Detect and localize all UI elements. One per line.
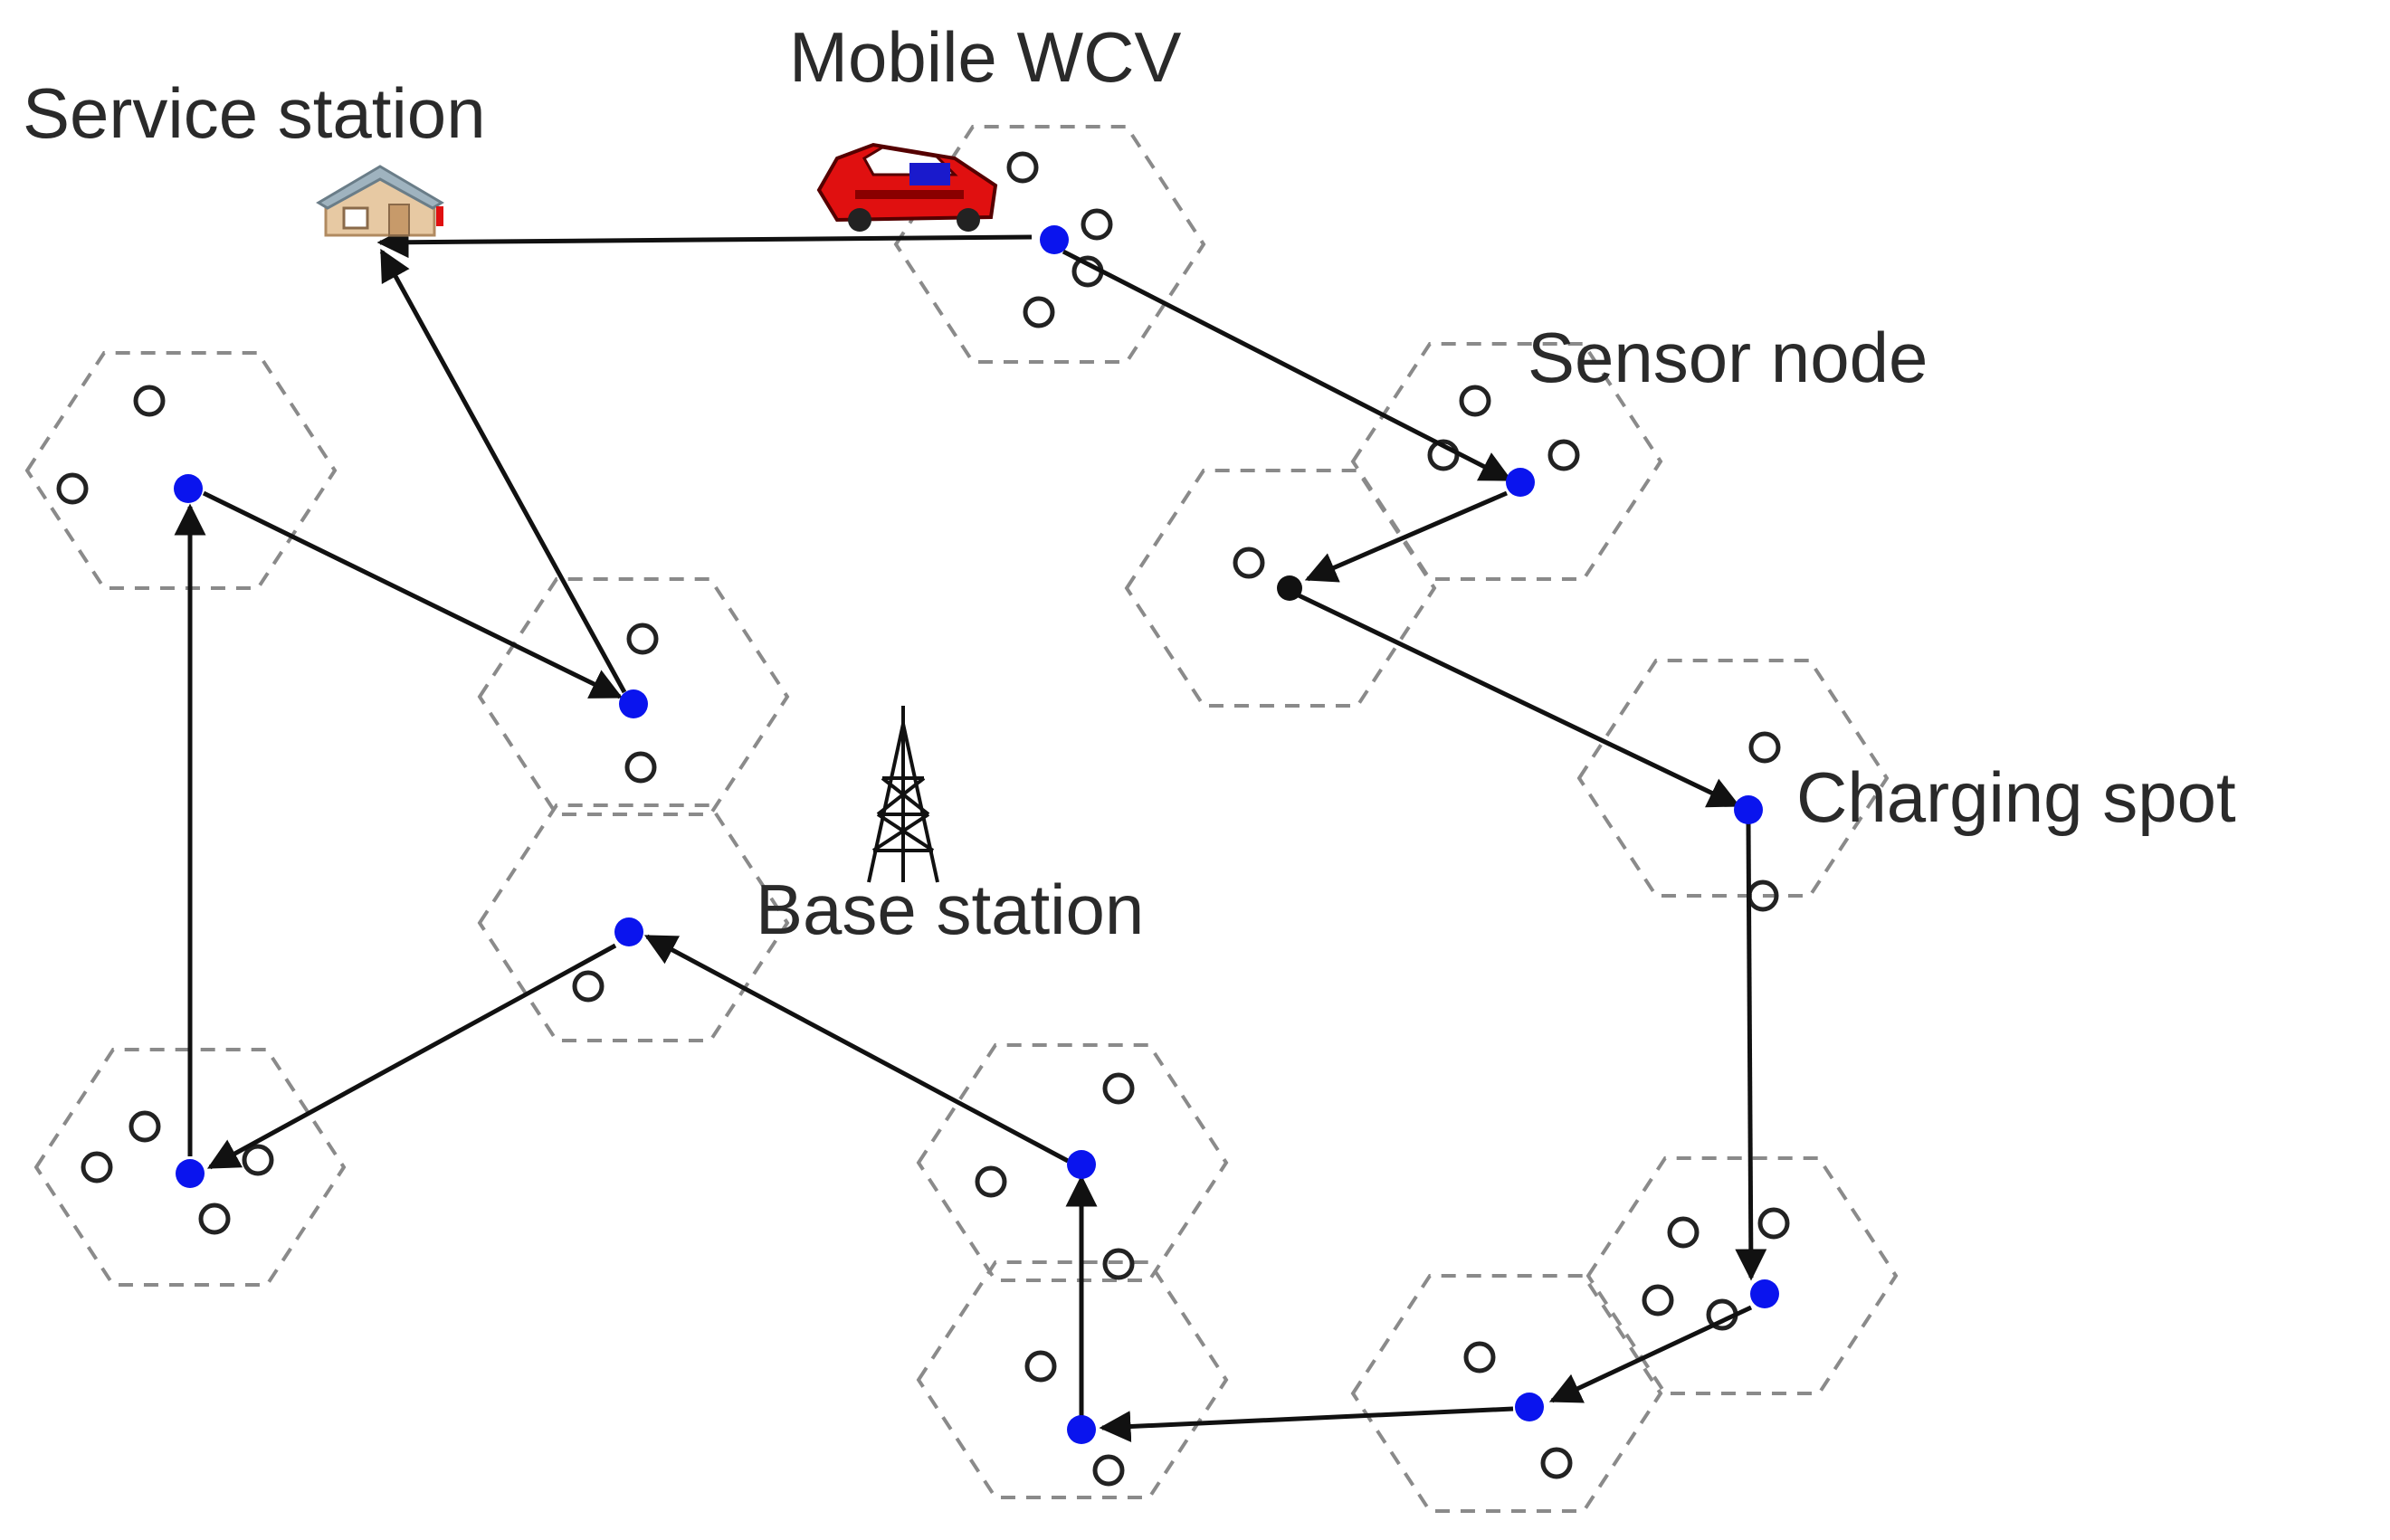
sensor-node <box>1459 385 1491 417</box>
sensor-node <box>1540 1447 1573 1479</box>
charging-spot <box>1067 1150 1096 1179</box>
sensor-node <box>1547 439 1580 471</box>
route-arrow <box>1548 1305 1753 1403</box>
route-arrow <box>1297 593 1741 808</box>
charging-spot <box>1506 468 1535 497</box>
sensor-node <box>129 1110 161 1143</box>
antenna-tower-icon <box>867 706 939 883</box>
sensor-node <box>1023 296 1055 328</box>
label-sensor-node: Sensor node <box>1528 318 1928 397</box>
charging-spots <box>174 225 1779 1444</box>
hex-cell <box>33 1048 347 1287</box>
sensor-node <box>572 970 605 1003</box>
sensor-node <box>198 1203 231 1235</box>
route-junction-dot <box>1277 575 1302 601</box>
hex-cell <box>24 351 338 590</box>
route-arrow <box>1304 490 1508 583</box>
route-arrow <box>376 226 1033 259</box>
sensor-node <box>1463 1341 1496 1374</box>
charging-spot <box>1515 1393 1544 1421</box>
route-arrow <box>1062 249 1513 482</box>
route-arrow <box>1099 1406 1514 1443</box>
hex-cell <box>916 1043 1229 1282</box>
charging-spot <box>619 689 648 718</box>
route-arrow <box>202 490 624 699</box>
charging-spot <box>1067 1415 1096 1444</box>
route-arrow <box>379 248 627 694</box>
sensor-node <box>133 385 166 417</box>
hex-cell <box>1350 1274 1663 1513</box>
route-arrow <box>206 943 617 1170</box>
label-charging-spot: Charging spot <box>1796 757 2236 837</box>
route-arrow <box>1735 822 1767 1281</box>
label-base-station: Base station <box>756 870 1144 949</box>
sensor-node <box>1667 1216 1700 1249</box>
sensor-node <box>626 623 659 655</box>
car-icon <box>816 142 998 232</box>
sensor-node <box>1748 731 1781 764</box>
charging-spot <box>176 1159 205 1188</box>
sensor-node <box>1102 1072 1135 1105</box>
sensor-node <box>1006 151 1039 184</box>
sensor-node <box>975 1165 1007 1198</box>
house-icon <box>316 165 444 237</box>
sensor-node <box>1081 208 1113 241</box>
charging-spot <box>1734 795 1763 824</box>
hex-cell <box>1576 659 1890 898</box>
label-service-station: Service station <box>23 73 486 153</box>
hex-cell <box>477 803 790 1042</box>
charging-spot <box>1750 1279 1779 1308</box>
sensor-node <box>624 751 657 784</box>
sensor-node <box>1757 1207 1790 1240</box>
sensor-node <box>81 1151 113 1184</box>
label-mobile-wcv: Mobile WCV <box>789 17 1181 97</box>
hex-cell <box>916 1260 1229 1499</box>
hexagonal-cells <box>24 125 1899 1513</box>
sensor-node <box>242 1144 274 1176</box>
sensor-node <box>1092 1454 1125 1487</box>
hex-cell <box>1350 342 1663 581</box>
hex-cell <box>893 125 1206 364</box>
charging-spot <box>614 917 643 946</box>
charging-route <box>174 226 1767 1443</box>
sensor-node <box>1233 547 1265 579</box>
charging-spot <box>1040 225 1069 254</box>
sensor-node <box>56 472 89 505</box>
charging-spot <box>174 474 203 503</box>
sensor-node <box>1642 1284 1674 1317</box>
hex-cell <box>477 577 790 816</box>
sensor-node <box>1024 1350 1057 1383</box>
hex-cell <box>1585 1156 1899 1395</box>
hex-cell <box>1124 469 1437 708</box>
sensor-node <box>1102 1248 1135 1280</box>
route-arrow <box>643 934 1070 1164</box>
